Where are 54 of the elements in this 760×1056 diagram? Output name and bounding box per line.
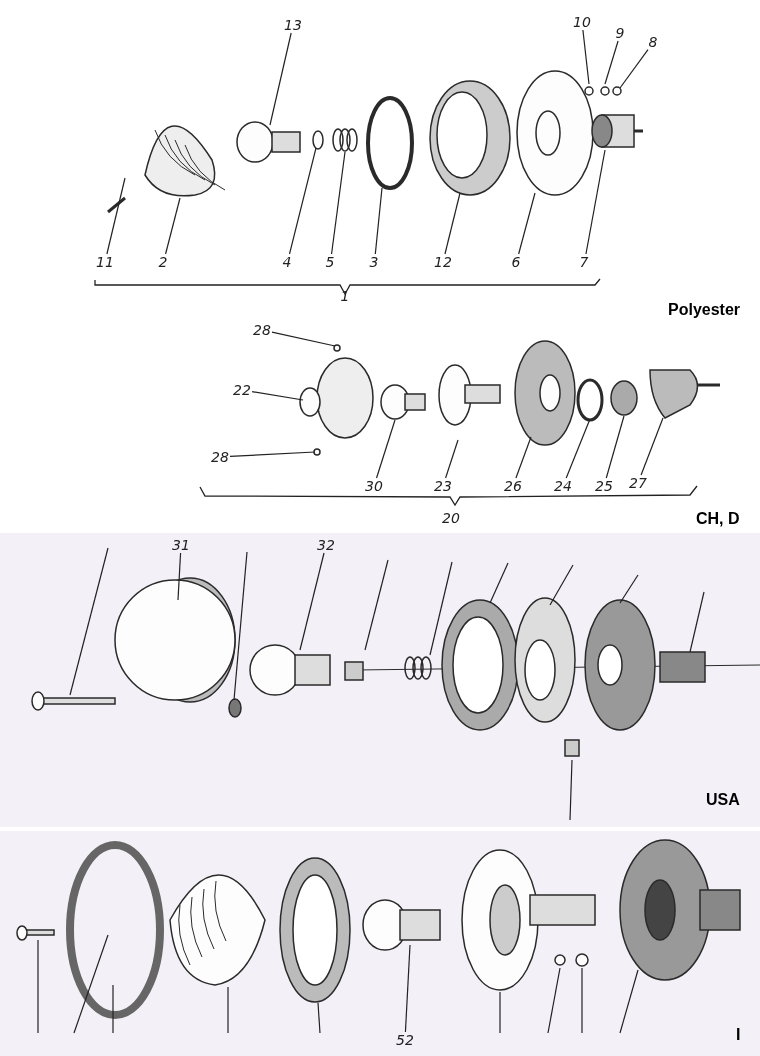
section-label: CH, D — [696, 510, 740, 528]
callout-number: 31 — [171, 537, 191, 553]
callout-number: 30 — [364, 478, 384, 494]
callout-number: 26 — [503, 478, 523, 494]
callout-number: 9 — [614, 25, 626, 41]
section-label: I — [736, 1026, 741, 1044]
leader-line — [619, 48, 649, 89]
callout-number: 27 — [628, 475, 648, 491]
callout-number: 6 — [510, 254, 522, 270]
leader-line — [404, 944, 411, 1033]
callout-number: 28 — [210, 449, 230, 465]
leader-line — [444, 192, 461, 255]
leader-line — [177, 552, 182, 601]
callout-number: 32 — [316, 537, 336, 553]
leader-line — [299, 552, 325, 651]
leader-line — [375, 419, 396, 479]
callout-number: 4 — [281, 254, 293, 270]
callout-number: 52 — [395, 1032, 415, 1048]
callout-number: 24 — [553, 478, 573, 494]
leader-line — [269, 32, 292, 126]
callout-number: 7 — [578, 254, 590, 270]
callout-number: 8 — [647, 34, 659, 50]
leader-line — [106, 177, 126, 255]
callout-number: 11 — [95, 254, 115, 270]
leader-line — [288, 147, 317, 255]
leader-line — [582, 29, 590, 85]
callout-number: 10 — [572, 14, 592, 30]
callout-number: 2 — [157, 254, 169, 270]
callout-number: 3 — [368, 254, 380, 270]
callout-number: 23 — [433, 478, 453, 494]
leader-line — [565, 418, 591, 479]
section-label: Polyester — [668, 301, 741, 319]
leader-line — [229, 451, 316, 458]
leader-line — [164, 197, 181, 255]
leader-line — [640, 417, 664, 476]
leader-line — [251, 391, 304, 401]
leader-line — [585, 149, 606, 255]
callout-number: 20 — [441, 510, 461, 526]
leader-line — [271, 331, 336, 347]
section-label: USA — [706, 791, 740, 809]
callout-number: 5 — [324, 254, 336, 270]
callout-number: 1 — [339, 288, 351, 304]
callout-number: 13 — [283, 17, 303, 33]
leader-line — [604, 40, 619, 85]
leader-line — [518, 192, 536, 255]
leader-line — [330, 151, 346, 255]
callout-number: 22 — [232, 382, 252, 398]
callout-number: 28 — [252, 322, 272, 338]
leader-line — [374, 187, 383, 255]
callout-number: 25 — [594, 478, 614, 494]
leader-line — [515, 436, 532, 479]
leader-line — [605, 415, 625, 479]
callout-number: 12 — [433, 254, 453, 270]
leader-line — [445, 439, 459, 479]
